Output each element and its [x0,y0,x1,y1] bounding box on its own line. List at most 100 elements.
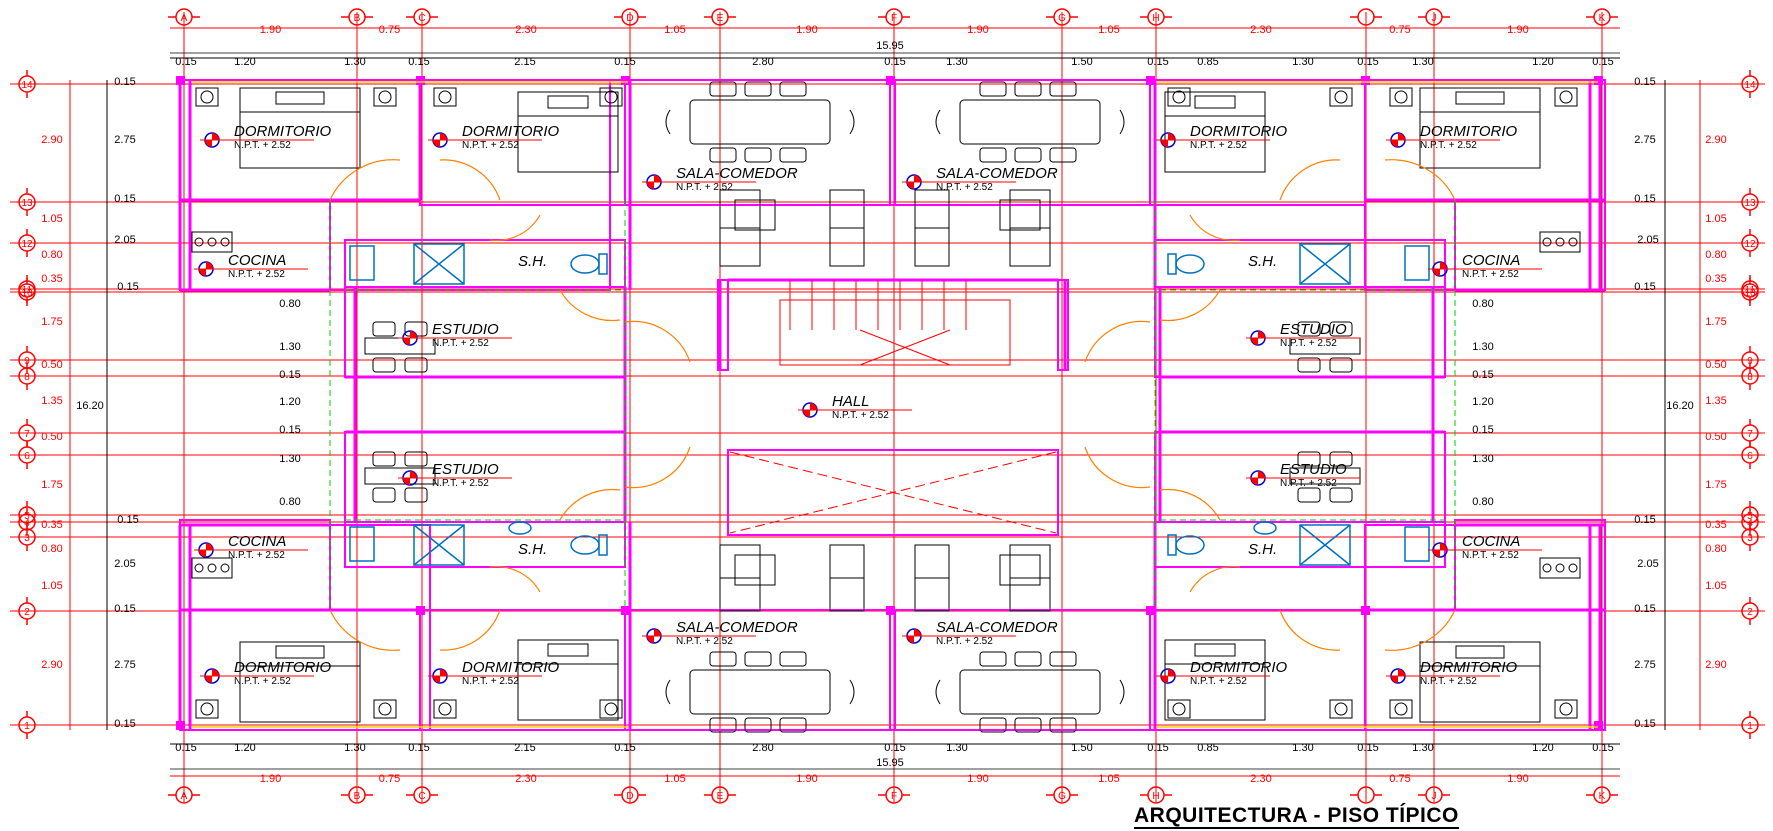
dim-bottom-inner: 0.15 [884,742,905,754]
chair-icon [404,357,428,373]
room-name: S.H. [518,541,547,558]
chair-icon [744,147,772,163]
dim-left-inner: 2.05 [114,234,135,246]
chair-icon [404,487,428,503]
shower-icon [413,524,465,566]
level-marker-icon [194,542,308,558]
axis-label-12-left: 12 [21,239,33,250]
desk-icon [364,337,436,355]
chair-icon [979,81,1007,97]
axis-label-J-bottom: J [1432,791,1437,802]
dim-right-outer: 0.80 [1705,249,1726,261]
door-swing [624,446,691,489]
level-marker-fill [1433,550,1440,557]
level-marker-fill [1398,133,1405,140]
washbasin-icon [349,526,375,562]
level-marker-fill [914,175,921,182]
room-name: SALA-COMEDOR [936,165,1058,182]
level-marker-icon [398,330,512,346]
room-level: N.P.T. + 2.52 [432,478,489,489]
dim-left-outer: 0.80 [41,249,62,261]
axis-label-13-left: 13 [21,198,33,209]
level-marker-fill [1440,262,1447,269]
chair-icon [744,81,772,97]
door-swing [1384,159,1456,201]
burner-icon [1568,563,1578,573]
burner-icon [194,237,204,247]
axis-label-I-bottom: I [1365,791,1368,802]
pillow-icon [1194,95,1236,109]
dim-left-outer: 0.50 [41,431,62,443]
level-marker-fill [410,331,417,338]
level-marker-icon [798,402,912,418]
toilet-icon [1175,535,1205,555]
dim-top-outer: 1.90 [1507,24,1528,36]
nightstand-icon [599,699,623,719]
dim-total-height-left: 16.20 [76,400,104,412]
dim-bottom-inner: 2.15 [514,742,535,754]
bed-icon [1419,87,1541,169]
pillow-icon [547,643,589,657]
chair-icon [1014,717,1042,733]
dim-left-outer: 1.05 [41,580,62,592]
level-marker-icon [398,470,512,486]
dim-left-inner: 0.15 [279,424,300,436]
nightstand-icon [373,87,397,107]
dim-top-outer: 1.90 [967,24,988,36]
lamp-icon [200,702,214,716]
door-swing [1084,320,1151,363]
lamp-icon [1394,90,1408,104]
lamp-icon [604,90,618,104]
burner-icon [1542,237,1552,247]
coffee-table-icon [999,554,1041,586]
room-name: DORMITORIO [462,659,560,676]
staircase [779,280,1011,366]
wall [344,521,626,568]
dim-bottom-outer: 1.90 [796,773,817,785]
pillow-icon [1455,91,1505,105]
dim-right-inner: 0.80 [1472,496,1493,508]
axis-label-B-top: B [354,13,361,24]
chair-icon [665,679,671,705]
room-name: ESTUDIO [1280,321,1347,338]
dim-total-width-bottom: 15.95 [876,757,904,769]
door-swing [624,320,691,363]
dim-bottom-outer: 0.75 [379,773,400,785]
dining-table-icon [959,669,1101,715]
chair-icon [372,357,396,373]
door-swing [1189,214,1241,242]
room-level: N.P.T. + 2.52 [432,338,489,349]
axis-label-6-right: 6 [1747,451,1753,462]
door-swing [1384,609,1456,651]
room-level: N.P.T. + 2.52 [832,410,889,421]
chair-icon [1014,147,1042,163]
axis-label-I-top: I [1365,13,1368,24]
pillow-icon [275,91,325,105]
stove-icon [191,557,233,579]
dim-left-outer: 1.75 [41,479,62,491]
level-marker-fill [410,471,417,478]
stove-icon [1539,557,1581,579]
lamp-icon [1394,702,1408,716]
desk-icon [1289,467,1361,485]
lamp-icon [1334,702,1348,716]
door-swing [1159,488,1221,521]
level-marker-icon [428,132,542,148]
dim-right-inner: 0.15 [1634,193,1655,205]
wall [179,524,431,731]
axis-label-11-right: 11 [1745,285,1756,296]
dim-top-inner: 1.30 [344,56,365,68]
level-marker-fill [914,629,921,636]
bed-icon [517,91,619,173]
dim-left-inner: 1.30 [279,453,300,465]
room-name: COCINA [1462,533,1520,550]
axis-label-8-left: 8 [24,372,30,383]
door-swing [1159,289,1221,322]
pillow-icon [1194,643,1236,657]
axis-label-14-right: 14 [1744,80,1756,91]
